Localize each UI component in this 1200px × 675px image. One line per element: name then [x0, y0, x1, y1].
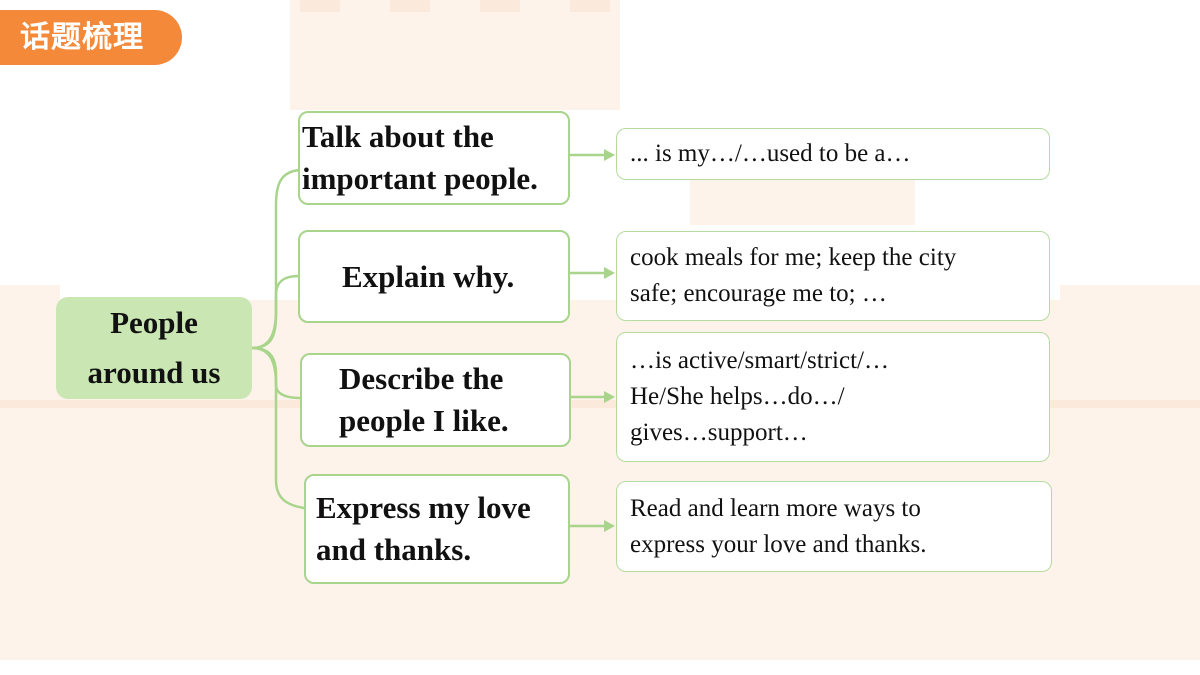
topic-line: Express my love	[316, 490, 531, 525]
root-node: People around us	[56, 297, 252, 399]
detail-line: safe; encourage me to; …	[630, 280, 887, 307]
topic-line: important people.	[302, 161, 538, 196]
connector-branch-4	[250, 346, 306, 510]
root-line: People	[110, 305, 198, 340]
detail-box-describe: …is active/smart/strict/… He/She helps…d…	[616, 332, 1050, 462]
topic-line: Describe the	[339, 361, 504, 396]
arrow-head-4	[604, 520, 615, 532]
detail-line: ... is my…/…used to be a…	[630, 140, 911, 167]
detail-box-talk-about: ... is my…/…used to be a…	[616, 128, 1050, 180]
root-line: around us	[87, 355, 221, 390]
detail-box-explain-why: cook meals for me; keep the city safe; e…	[616, 231, 1050, 321]
detail-box-express: Read and learn more ways to express your…	[616, 481, 1052, 572]
topic-node-express: Express my love and thanks.	[304, 474, 570, 584]
detail-line: He/She helps…do…/	[630, 383, 845, 410]
topic-line: people I like.	[339, 403, 509, 438]
topic-node-explain-why: Explain why.	[298, 230, 570, 323]
arrow-head-2	[604, 267, 615, 279]
arrow-head-1	[604, 149, 615, 161]
detail-line: Read and learn more ways to	[630, 494, 921, 522]
section-title-tab: 话题梳理	[0, 10, 182, 65]
connector-branch-2	[250, 274, 301, 350]
topic-node-describe: Describe the people I like.	[300, 353, 571, 447]
topic-line: Explain why.	[342, 258, 515, 294]
detail-line: …is active/smart/strict/…	[630, 347, 889, 374]
arrow-head-3	[604, 391, 615, 403]
topic-line: Talk about the	[302, 119, 494, 154]
section-title: 话题梳理	[20, 20, 144, 55]
detail-line: express your love and thanks.	[630, 530, 927, 558]
detail-line: gives…support…	[630, 419, 808, 446]
topic-node-talk-about: Talk about the important people.	[298, 111, 570, 205]
detail-line: cook meals for me; keep the city	[630, 244, 957, 271]
topic-line: and thanks.	[316, 532, 472, 567]
